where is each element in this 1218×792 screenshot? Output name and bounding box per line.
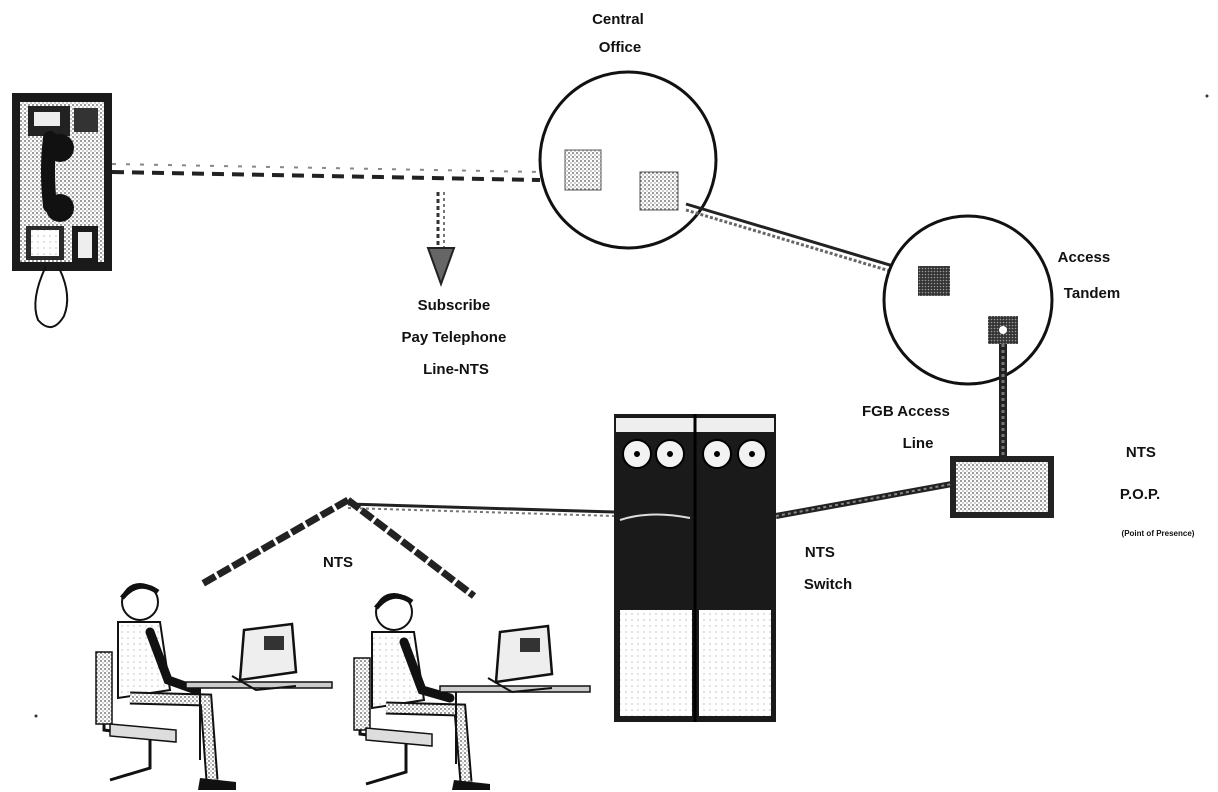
central-office-icon [540,72,716,248]
nts-pop-subtitle: (Point of Presence) [1122,529,1195,538]
nts-pop-box-icon [950,456,1054,518]
access-tandem-label: Access Tandem [1058,249,1121,302]
pop-to-switch-line [776,484,952,516]
nts-pop-label: NTS P.O.P. [1120,444,1160,503]
nts-switch-icon [614,414,776,722]
pay-telephone-icon [12,93,112,327]
access-tandem-icon [884,216,1052,384]
central-office-label: Central Office [592,11,648,56]
fgb-access-line-label: FGB Access Line [862,403,954,452]
subscribe-label: Subscribe Pay Telephone Line-NTS [402,297,511,378]
subscriber-line [112,164,540,180]
nts-network-label: NTS [323,554,353,571]
trunk-line [686,204,920,280]
nts-network-lines [202,500,614,596]
down-arrow-icon [428,192,454,284]
nts-switch-label: NTS Switch [804,544,852,593]
